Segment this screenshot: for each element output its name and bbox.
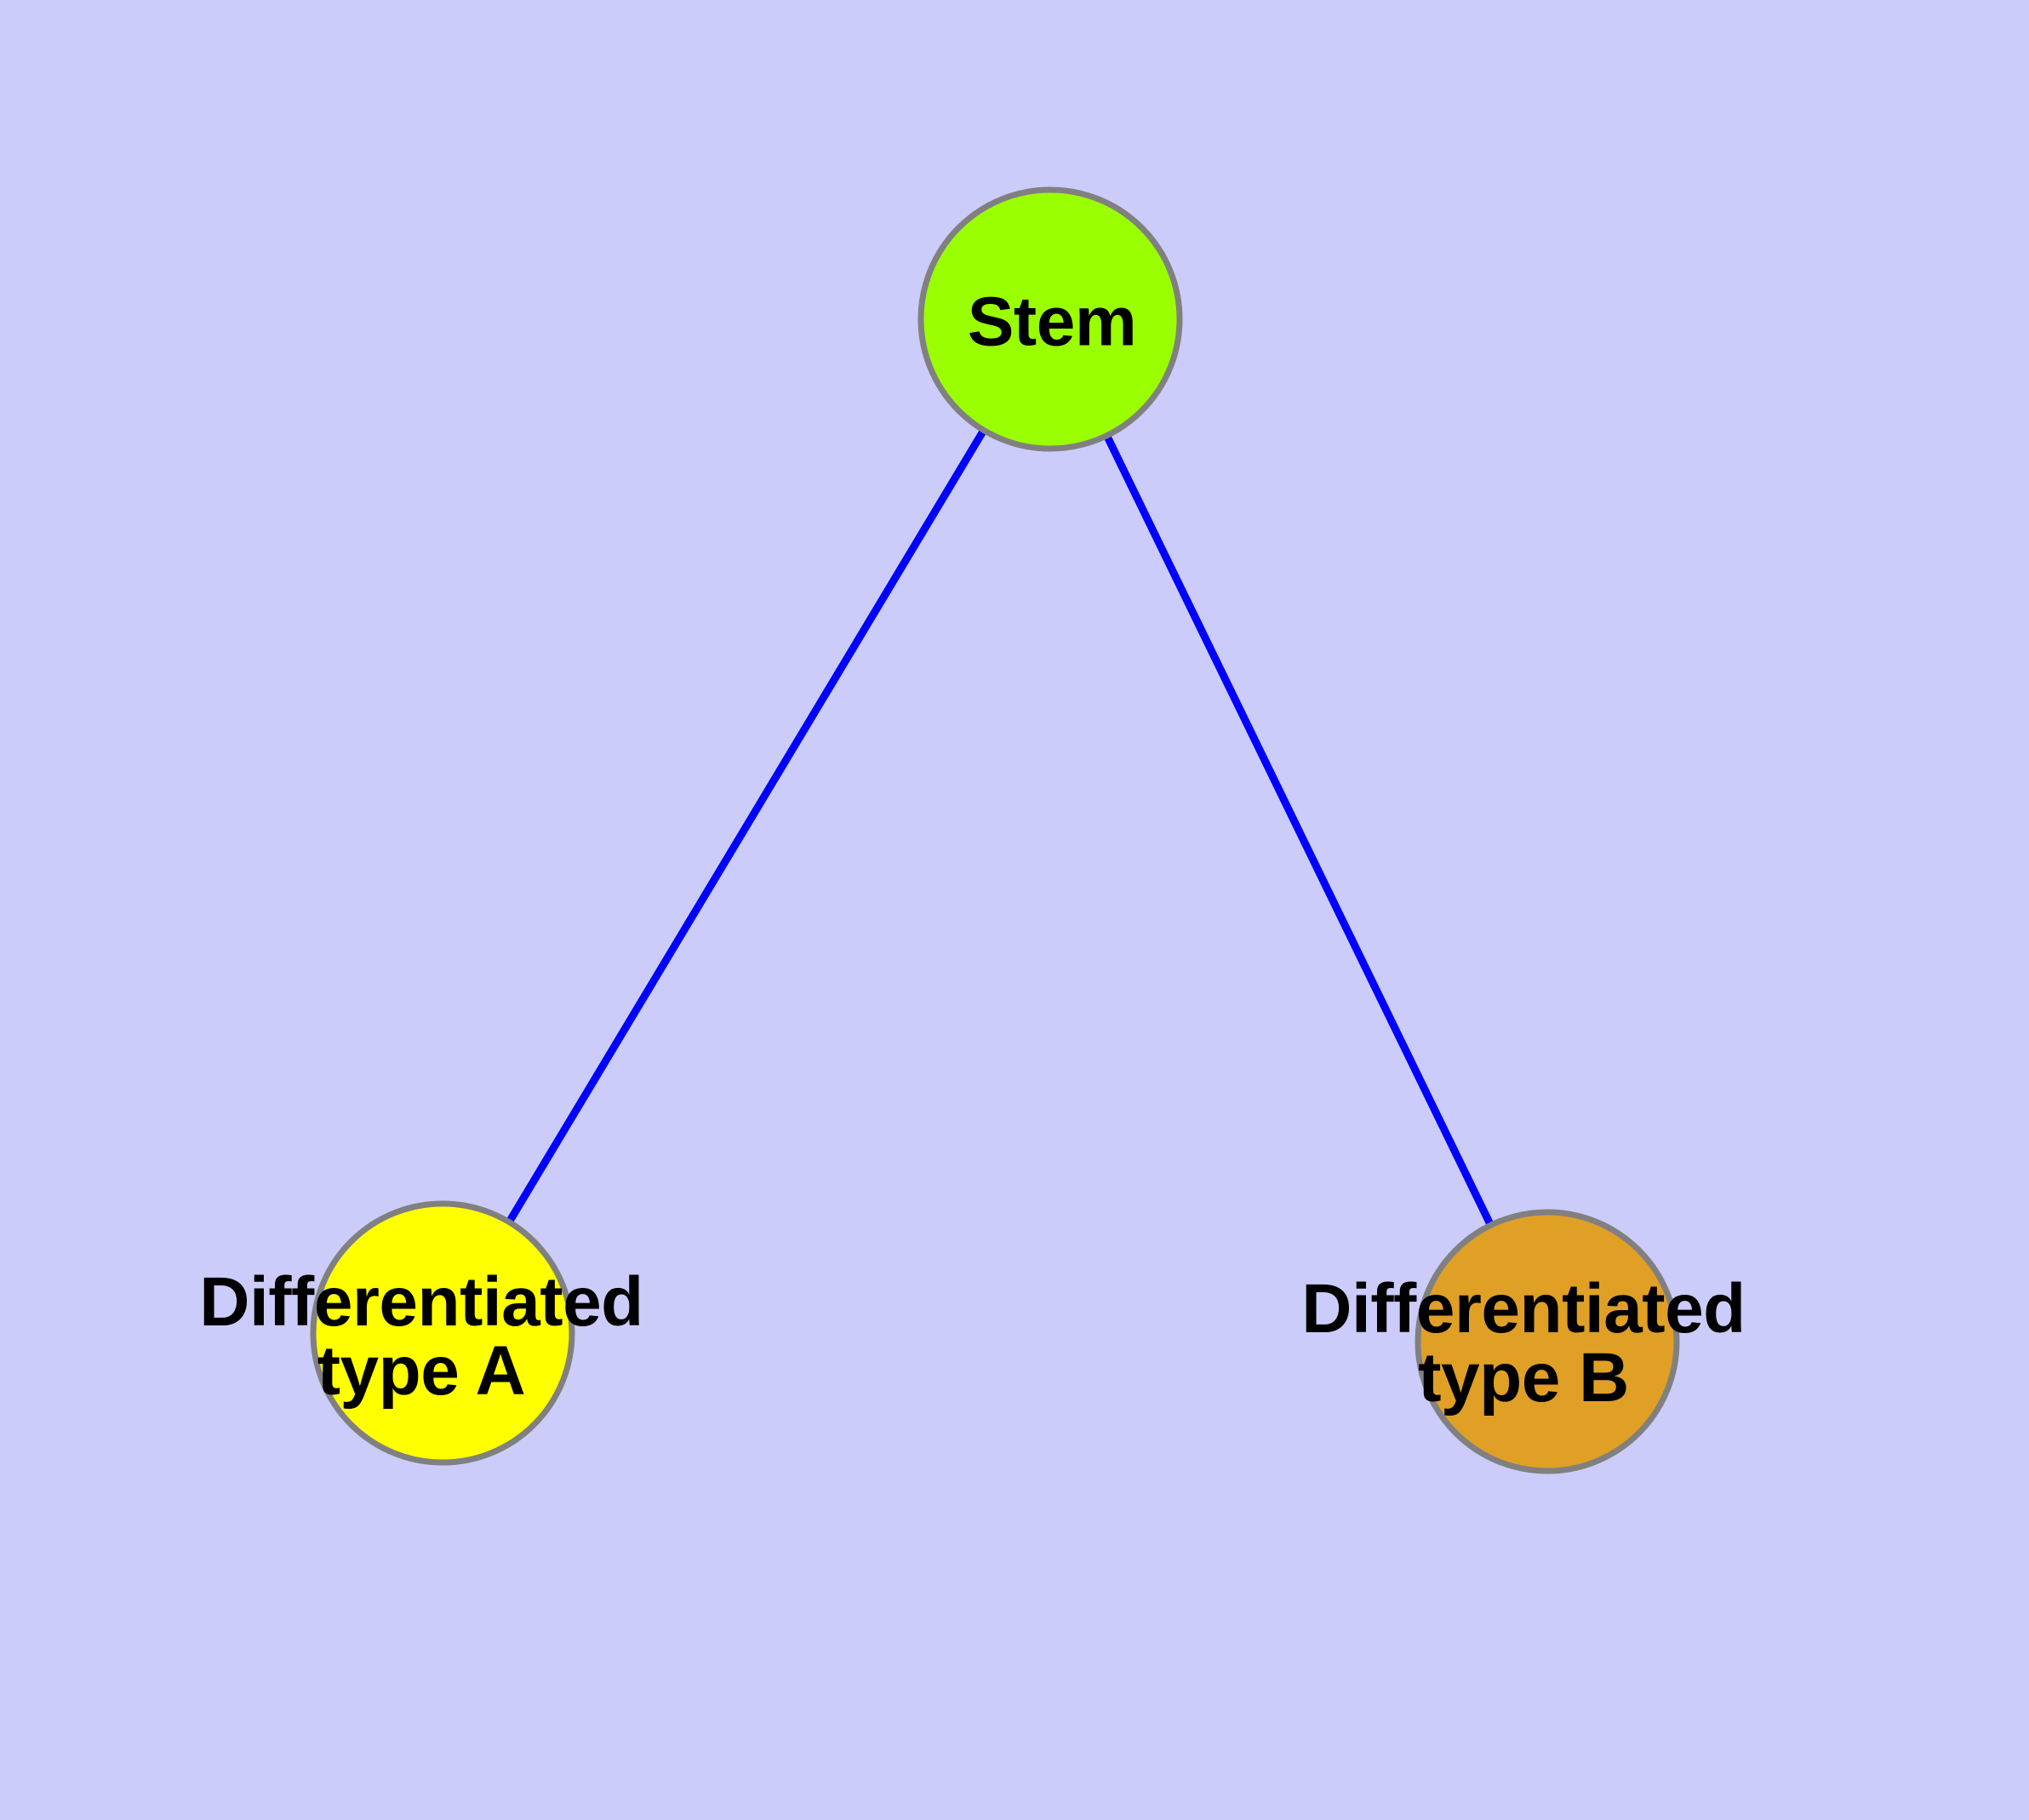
node-differentiated-type-b[interactable] (1415, 1209, 1680, 1474)
edge-stem-to-differentiated-type-a (439, 317, 1054, 1336)
node-differentiated-type-a[interactable] (310, 1200, 575, 1466)
node-stem[interactable] (917, 186, 1183, 452)
edge-stem-to-differentiated-type-b (1046, 318, 1552, 1343)
